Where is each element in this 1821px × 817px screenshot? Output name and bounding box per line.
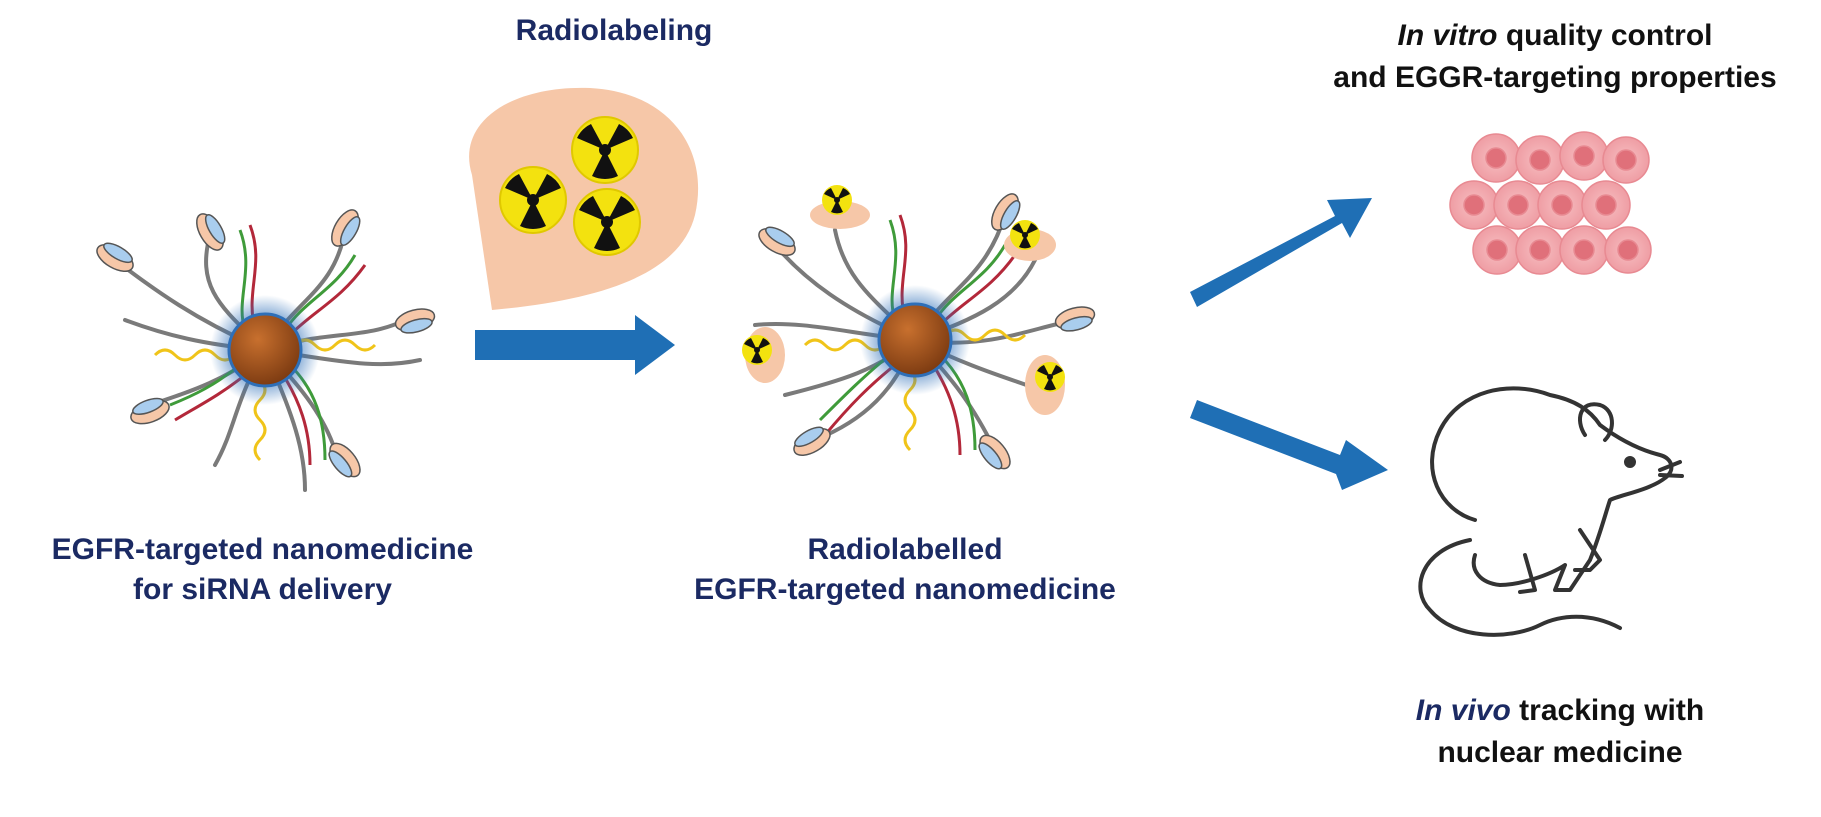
tumor-cell-cluster-icon [1449,131,1652,275]
label-radiolabelled-line2: EGFR-targeted nanomedicine [694,573,1116,606]
radioactive-trefoil-icon [573,188,641,256]
process-arrow-radiolabeling [475,315,675,375]
nanoparticle-core [227,312,303,388]
label-radiolabelled-line1: Radiolabelled [807,533,1003,566]
label-in-vivo-rest: tracking with [1510,694,1705,727]
label-in-vivo-line2: nuclear medicine [1437,736,1683,769]
label-in-vitro: In vitro quality control and EGGR-target… [1290,15,1820,99]
radionuclide-droplet [469,87,699,310]
nanoparticle-unlabelled [96,209,436,492]
label-egfr-nanomedicine-line2: for siRNA delivery [133,573,392,606]
label-in-vivo: In vivo tracking with nuclear medicine [1320,690,1800,774]
label-egfr-nanomedicine: EGFR-targeted nanomedicine for siRNA del… [0,530,525,610]
radiolabeling-title: Radiolabeling [515,14,713,47]
radioactive-trefoil-icon [499,166,567,234]
label-in-vivo-line1: In vivo tracking with [1320,690,1800,732]
nanobodies [96,209,436,478]
label-in-vitro-rest: quality control [1497,19,1713,52]
label-in-vitro-line2: and EGGR-targeting properties [1333,61,1777,94]
radioactive-trefoil-icon [571,116,639,184]
nanoparticle-radiolabelled [742,185,1096,470]
label-in-vitro-line1: In vitro quality control [1290,15,1820,57]
mouse-outline-icon [1418,386,1684,637]
process-arrow-in-vitro [1190,198,1372,307]
process-arrow-in-vivo [1190,400,1388,490]
label-in-vivo-italic: In vivo [1415,694,1511,727]
label-radiolabelled-nanomedicine: Radiolabelled EGFR-targeted nanomedicine [645,530,1165,610]
label-egfr-nanomedicine-line1: EGFR-targeted nanomedicine [51,533,474,566]
label-in-vitro-italic: In vitro [1397,19,1498,52]
radiolabel-tags [742,185,1065,415]
